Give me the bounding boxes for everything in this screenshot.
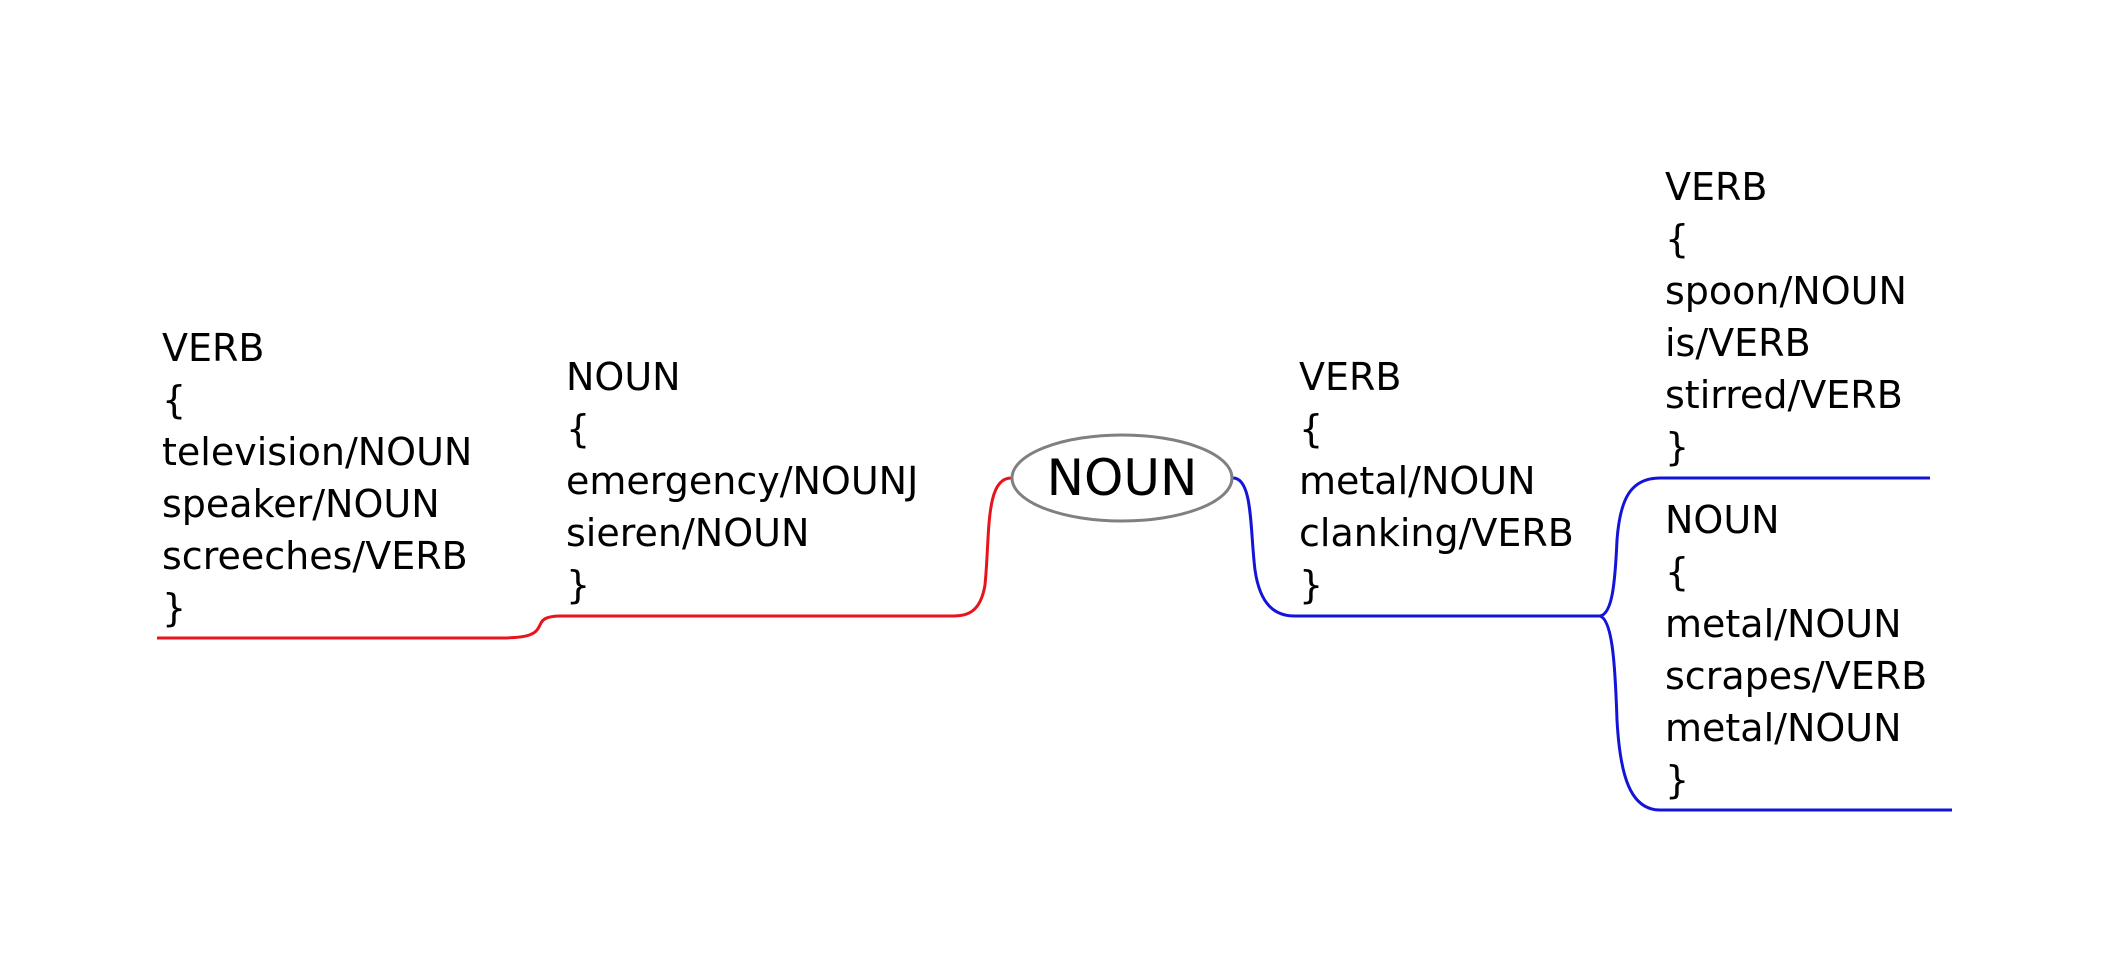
node-line: { xyxy=(162,378,187,422)
node-line: } xyxy=(1299,563,1324,607)
node-line: television/NOUN xyxy=(162,430,473,474)
node-line: emergency/NOUNJ xyxy=(566,459,919,503)
connector-left-inner-to-left-outer xyxy=(157,614,562,640)
node-line: scrapes/VERB xyxy=(1665,654,1928,698)
node-line: metal/NOUN xyxy=(1665,706,1902,750)
node-line: } xyxy=(162,586,187,630)
node-line: { xyxy=(1299,407,1324,451)
node-line: NOUN xyxy=(1665,498,1780,542)
node-line: } xyxy=(1665,425,1690,469)
node-line: VERB xyxy=(162,326,265,370)
node-line: speaker/NOUN xyxy=(162,482,440,526)
node-right-bottom: NOUN { metal/NOUN scrapes/VERB metal/NOU… xyxy=(1665,494,1927,806)
node-line: } xyxy=(1665,758,1690,802)
center-node-label: NOUN xyxy=(1046,449,1198,507)
node-left-inner: NOUN { emergency/NOUNJ sieren/NOUN } xyxy=(566,351,918,611)
node-line: VERB xyxy=(1665,165,1768,209)
node-line: } xyxy=(566,563,591,607)
node-left-outer: VERB { television/NOUN speaker/NOUN scre… xyxy=(162,322,472,634)
node-line: { xyxy=(1665,550,1690,594)
node-line: VERB xyxy=(1299,355,1402,399)
node-line: is/VERB xyxy=(1665,321,1811,365)
node-right-inner: VERB { metal/NOUN clanking/VERB } xyxy=(1299,351,1574,611)
node-line: stirred/VERB xyxy=(1665,373,1903,417)
node-line: { xyxy=(566,407,591,451)
node-line: NOUN xyxy=(566,355,681,399)
connector-center-to-left-inner xyxy=(561,476,1012,618)
node-line: { xyxy=(1665,217,1690,261)
node-right-top: VERB { spoon/NOUN is/VERB stirred/VERB } xyxy=(1665,161,1907,473)
node-line: metal/NOUN xyxy=(1299,459,1536,503)
node-line: spoon/NOUN xyxy=(1665,269,1907,313)
node-line: clanking/VERB xyxy=(1299,511,1574,555)
connector-right-inner-to-right-top xyxy=(1599,476,1930,618)
node-line: metal/NOUN xyxy=(1665,602,1902,646)
node-line: screeches/VERB xyxy=(162,534,468,578)
connector-center-to-right-inner xyxy=(1232,476,1600,618)
center-node-outline xyxy=(1010,433,1234,523)
node-line: sieren/NOUN xyxy=(566,511,810,555)
connector-right-inner-to-right-bottom xyxy=(1599,614,1952,812)
